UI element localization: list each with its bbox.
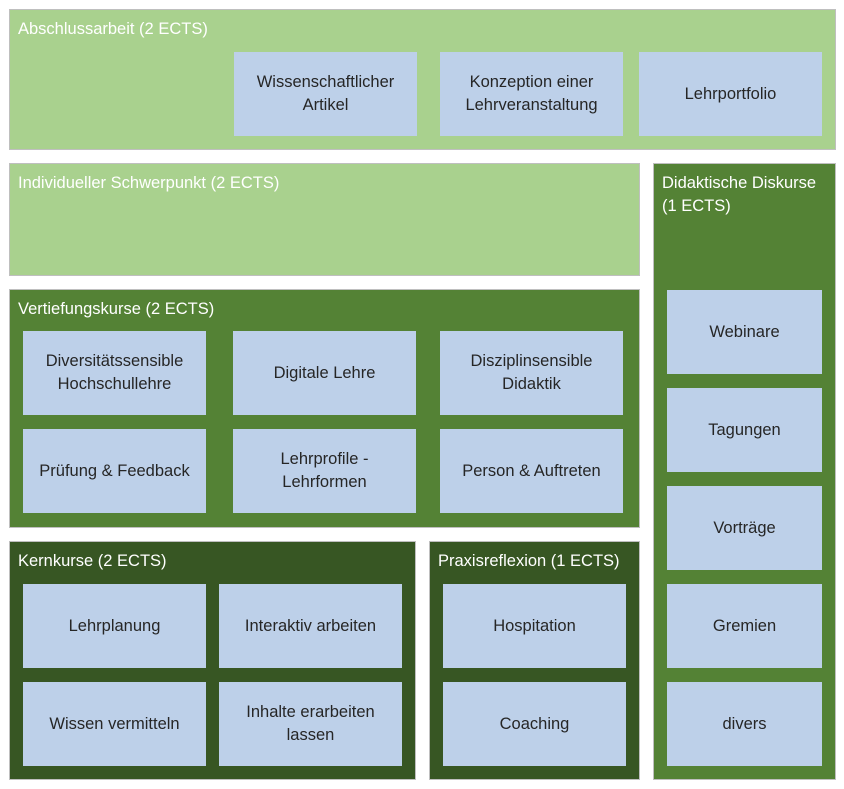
panel-praxisreflexion: Praxisreflexion (1 ECTS) Hospitation Coa… — [429, 541, 640, 780]
item-lehrplanung: Lehrplanung — [23, 584, 206, 668]
panel-title: Abschlussarbeit (2 ECTS) — [18, 20, 208, 38]
panel-didaktische-diskurse: Didaktische Diskurse (1 ECTS) Webinare T… — [653, 163, 836, 780]
item-wissenschaftlicher-artikel: Wissenschaftlicher Artikel — [234, 52, 417, 136]
panel-title: Vertiefungskurse (2 ECTS) — [18, 300, 215, 318]
item-lehrportfolio: Lehrportfolio — [639, 52, 822, 136]
panel-title: Kernkurse (2 ECTS) — [18, 552, 167, 570]
item-digitale-lehre: Digitale Lehre — [233, 331, 416, 415]
panel-kernkurse: Kernkurse (2 ECTS) Lehrplanung Interakti… — [9, 541, 416, 780]
item-hospitation: Hospitation — [443, 584, 626, 668]
item-wissen-vermitteln: Wissen vermitteln — [23, 682, 206, 766]
panel-title: Individueller Schwerpunkt (2 ECTS) — [18, 174, 280, 192]
panel-abschlussarbeit: Abschlussarbeit (2 ECTS) Wissenschaftlic… — [9, 9, 836, 150]
item-divers: divers — [667, 682, 822, 766]
item-konzeption-lehrveranstaltung: Konzeption einer Lehrveranstaltung — [440, 52, 623, 136]
item-interaktiv-arbeiten: Interaktiv arbeiten — [219, 584, 402, 668]
panel-title: Didaktische Diskurse (1 ECTS) — [662, 174, 817, 215]
panel-vertiefungskurse: Vertiefungskurse (2 ECTS) Diversitätssen… — [9, 289, 640, 528]
item-diversitaetssensible-hochschullehre: Diversitätssensible Hochschullehre — [23, 331, 206, 415]
item-gremien: Gremien — [667, 584, 822, 668]
item-lehrprofile-lehrformen: Lehrprofile - Lehrformen — [233, 429, 416, 513]
item-coaching: Coaching — [443, 682, 626, 766]
item-tagungen: Tagungen — [667, 388, 822, 472]
item-pruefung-feedback: Prüfung & Feedback — [23, 429, 206, 513]
panel-title: Praxisreflexion (1 ECTS) — [438, 552, 620, 570]
panel-individueller-schwerpunkt: Individueller Schwerpunkt (2 ECTS) — [9, 163, 640, 276]
item-webinare: Webinare — [667, 290, 822, 374]
item-inhalte-erarbeiten-lassen: Inhalte erarbeiten lassen — [219, 682, 402, 766]
item-disziplinsensible-didaktik: Disziplinsensible Didaktik — [440, 331, 623, 415]
item-person-auftreten: Person & Auftreten — [440, 429, 623, 513]
item-vortraege: Vorträge — [667, 486, 822, 570]
